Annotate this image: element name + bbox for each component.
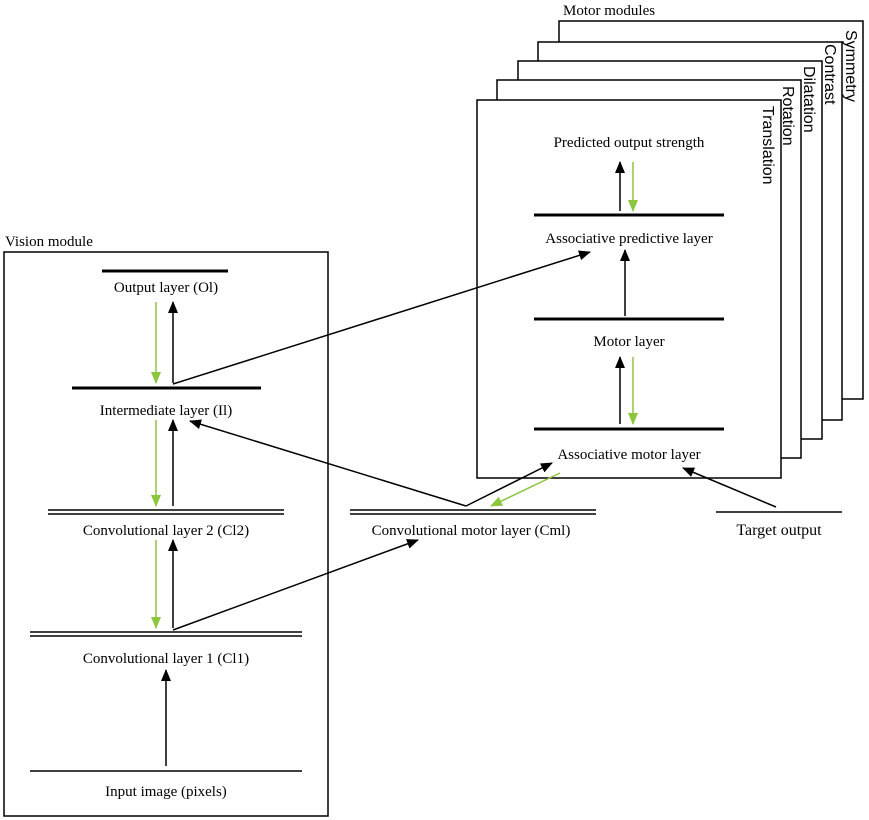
- target-output: Target output: [716, 511, 842, 539]
- input-layer-label: Input image (pixels): [105, 784, 227, 800]
- tab-symmetry: Symmetry: [842, 30, 859, 102]
- convolutional-motor-layer: Convolutional motor layer (Cml): [350, 509, 596, 539]
- tab-contrast: Contrast: [821, 44, 838, 105]
- output-layer-label: Output layer (Ol): [114, 280, 218, 296]
- arrow-intermediate-to-assoc-predictive: [172, 250, 591, 385]
- vision-module-title: Vision module: [5, 234, 93, 250]
- tab-dilatation: Dilatation: [800, 66, 817, 133]
- tab-rotation: Rotation: [779, 86, 796, 146]
- cml-label: Convolutional motor layer (Cml): [372, 523, 571, 539]
- conv1-layer-label: Convolutional layer 1 (Cl1): [83, 651, 249, 667]
- vision-module: Vision module Output layer (Ol) Intermed…: [3, 234, 329, 817]
- tab-translation: Translation: [759, 106, 776, 185]
- associative-predictive-layer-label: Associative predictive layer: [545, 231, 712, 247]
- intermediate-layer-label: Intermediate layer (Il): [100, 403, 232, 419]
- motor-modules: Motor modules Symmetry Contrast Dilatati…: [476, 3, 864, 479]
- motor-frame-translation: [476, 99, 782, 479]
- arrow-cml-to-intermediate: [189, 419, 467, 507]
- arrow-cml-to-assoc-motor: [465, 462, 553, 507]
- motor-layer-label: Motor layer: [593, 334, 664, 350]
- arrow-conv1-to-cml: [172, 539, 419, 631]
- motor-modules-title: Motor modules: [563, 3, 655, 19]
- arrow-target-to-assoc-motor: [682, 467, 777, 508]
- arrow-assoc-motor-to-cml: [490, 472, 561, 507]
- conv2-layer-label: Convolutional layer 2 (Cl2): [83, 523, 249, 539]
- associative-motor-layer-label: Associative motor layer: [557, 447, 700, 463]
- predicted-output-label: Predicted output strength: [554, 135, 705, 151]
- target-output-label: Target output: [736, 522, 822, 539]
